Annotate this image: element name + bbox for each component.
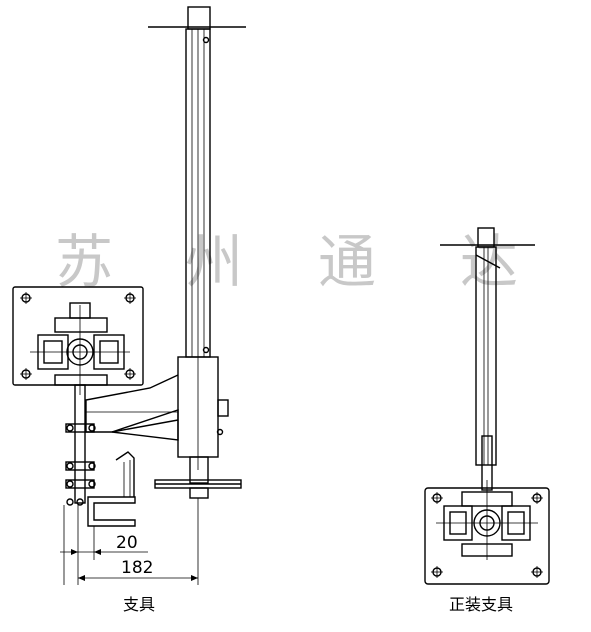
right-mounting-screws [431, 492, 543, 578]
dimension-20-label: 20 [116, 533, 138, 553]
watermark: 苏 州 通 达 [55, 228, 518, 296]
right-bracket-assembly [424, 227, 550, 585]
left-bracket-assembly [12, 6, 246, 527]
hanger-rod [74, 384, 86, 504]
clamp-mechanism [30, 302, 130, 395]
right-vertical-pole [475, 246, 497, 466]
watermark-char-1: 苏 [55, 228, 113, 296]
dimension-182-label: 182 [121, 558, 153, 578]
top-clamp [187, 6, 211, 30]
horizontal-arm [85, 374, 179, 433]
right-clamp-mechanism [436, 480, 538, 560]
hanger-bolts [65, 423, 96, 506]
caption-left: 支具 [123, 595, 155, 614]
caption-right: 正装支具 [449, 595, 513, 614]
dimension-lines: 20 182 [60, 498, 199, 585]
watermark-char-2: 州 [185, 228, 243, 296]
watermark-char-3: 通 [318, 228, 376, 296]
channel-rail [87, 496, 136, 527]
mounting-screws [20, 292, 136, 380]
